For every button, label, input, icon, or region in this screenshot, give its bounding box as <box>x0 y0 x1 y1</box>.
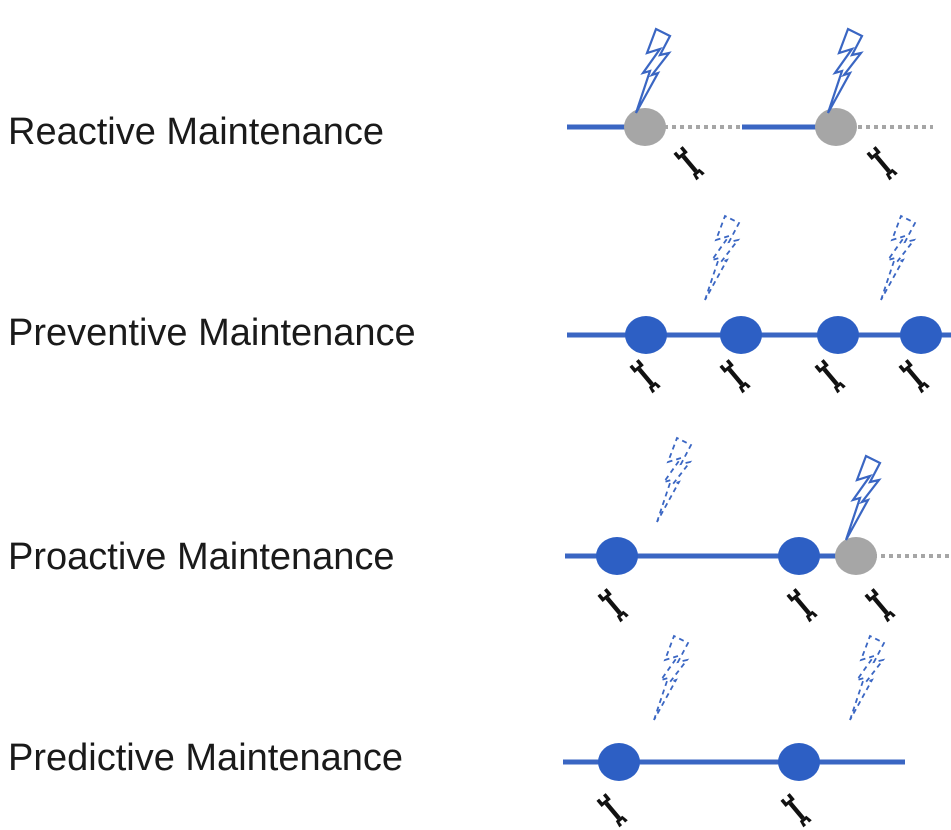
preventive-ghost-lightning-icon <box>880 214 917 301</box>
label-reactive: Reactive Maintenance <box>8 111 384 153</box>
proactive-wrench-icon <box>786 588 818 623</box>
label-preventive: Preventive Maintenance <box>8 312 416 354</box>
reactive-failure-lightning-icon <box>826 27 864 114</box>
predictive-ghost-lightning-icon <box>849 634 886 721</box>
predictive-wrench-icon <box>780 793 812 828</box>
preventive-maintenance-dot <box>720 316 762 354</box>
preventive-wrench-icon <box>629 359 661 394</box>
label-predictive: Predictive Maintenance <box>8 737 403 779</box>
reactive-wrench-icon <box>866 146 898 181</box>
preventive-maintenance-dot <box>817 316 859 354</box>
preventive-wrench-icon <box>814 359 846 394</box>
preventive-maintenance-dot <box>900 316 942 354</box>
reactive-failure-dot <box>815 108 857 146</box>
label-proactive: Proactive Maintenance <box>8 536 395 578</box>
preventive-ghost-lightning-icon <box>704 214 741 301</box>
predictive-ghost-lightning-icon <box>653 634 690 721</box>
preventive-maintenance-dot <box>625 316 667 354</box>
proactive-failure-dot <box>835 537 877 575</box>
proactive-failure-lightning-icon <box>844 454 882 541</box>
preventive-wrench-icon <box>898 359 930 394</box>
reactive-wrench-icon <box>673 146 705 181</box>
predictive-maintenance-dot <box>598 743 640 781</box>
proactive-wrench-icon <box>864 588 896 623</box>
proactive-maintenance-dot <box>778 537 820 575</box>
proactive-maintenance-dot <box>596 537 638 575</box>
proactive-ghost-lightning-icon <box>656 436 693 523</box>
predictive-maintenance-dot <box>778 743 820 781</box>
reactive-failure-dot <box>624 108 666 146</box>
reactive-failure-lightning-icon <box>634 27 672 114</box>
predictive-wrench-icon <box>596 793 628 828</box>
preventive-wrench-icon <box>719 359 751 394</box>
proactive-wrench-icon <box>597 588 629 623</box>
